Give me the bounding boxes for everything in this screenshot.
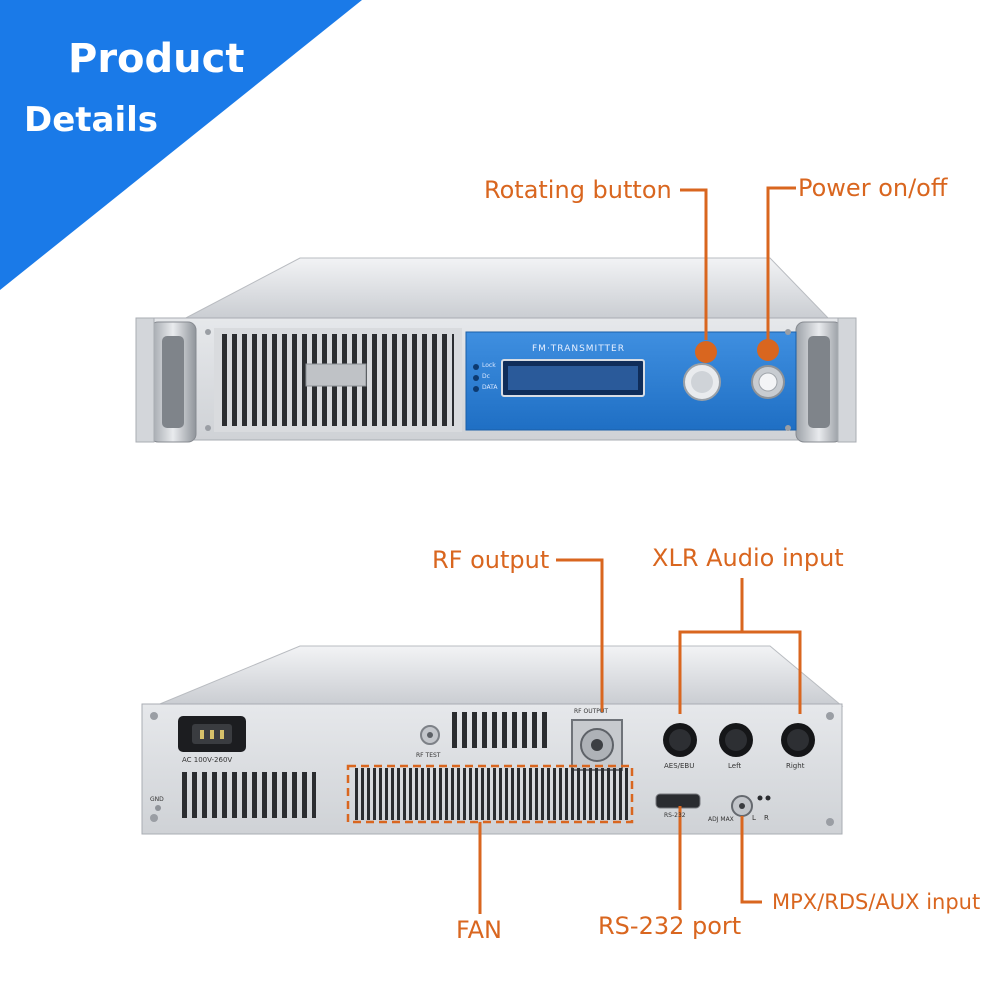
mpx-label: MPX/RDS/AUX input — [772, 890, 981, 914]
left-label: Left — [728, 762, 742, 770]
adj-max-label: ADJ MAX — [708, 816, 734, 823]
r-label: R — [764, 814, 769, 822]
rf-output-print: RF OUTPUT — [574, 708, 608, 715]
rotating-button-marker — [695, 341, 717, 363]
gnd-label: GND — [150, 796, 164, 803]
rs232-label: RS-232 port — [598, 912, 742, 940]
corner-banner — [0, 0, 362, 290]
rs232-print: RS-232 — [664, 812, 686, 819]
right-label: Right — [786, 762, 805, 770]
led-label-data: DATA — [482, 384, 498, 391]
rf-test-label: RF TEST — [416, 752, 441, 759]
fan-highlight-box — [346, 764, 634, 824]
rotating-button-label: Rotating button — [484, 176, 672, 204]
led-label-dc: Dc — [482, 373, 490, 380]
rear-unit — [141, 645, 844, 835]
rear-callout-lines — [478, 558, 802, 914]
ac-label: AC 100V-260V — [182, 756, 233, 764]
banner-title-line1: Product — [68, 36, 245, 82]
led-label-lock: Lock — [482, 362, 496, 369]
banner-title-line2: Details — [24, 100, 159, 140]
display-title: FM·TRANSMITTER — [532, 344, 625, 354]
aes-ebu-label: AES/EBU — [664, 762, 695, 770]
front-callout-lines — [680, 186, 796, 340]
power-marker — [757, 339, 779, 361]
xlr-audio-label: XLR Audio input — [652, 544, 844, 572]
l-label: L — [752, 814, 756, 822]
power-label: Power on/off — [798, 174, 948, 202]
rf-output-label: RF output — [432, 546, 550, 574]
fan-label: FAN — [456, 916, 502, 944]
front-unit — [135, 257, 857, 443]
